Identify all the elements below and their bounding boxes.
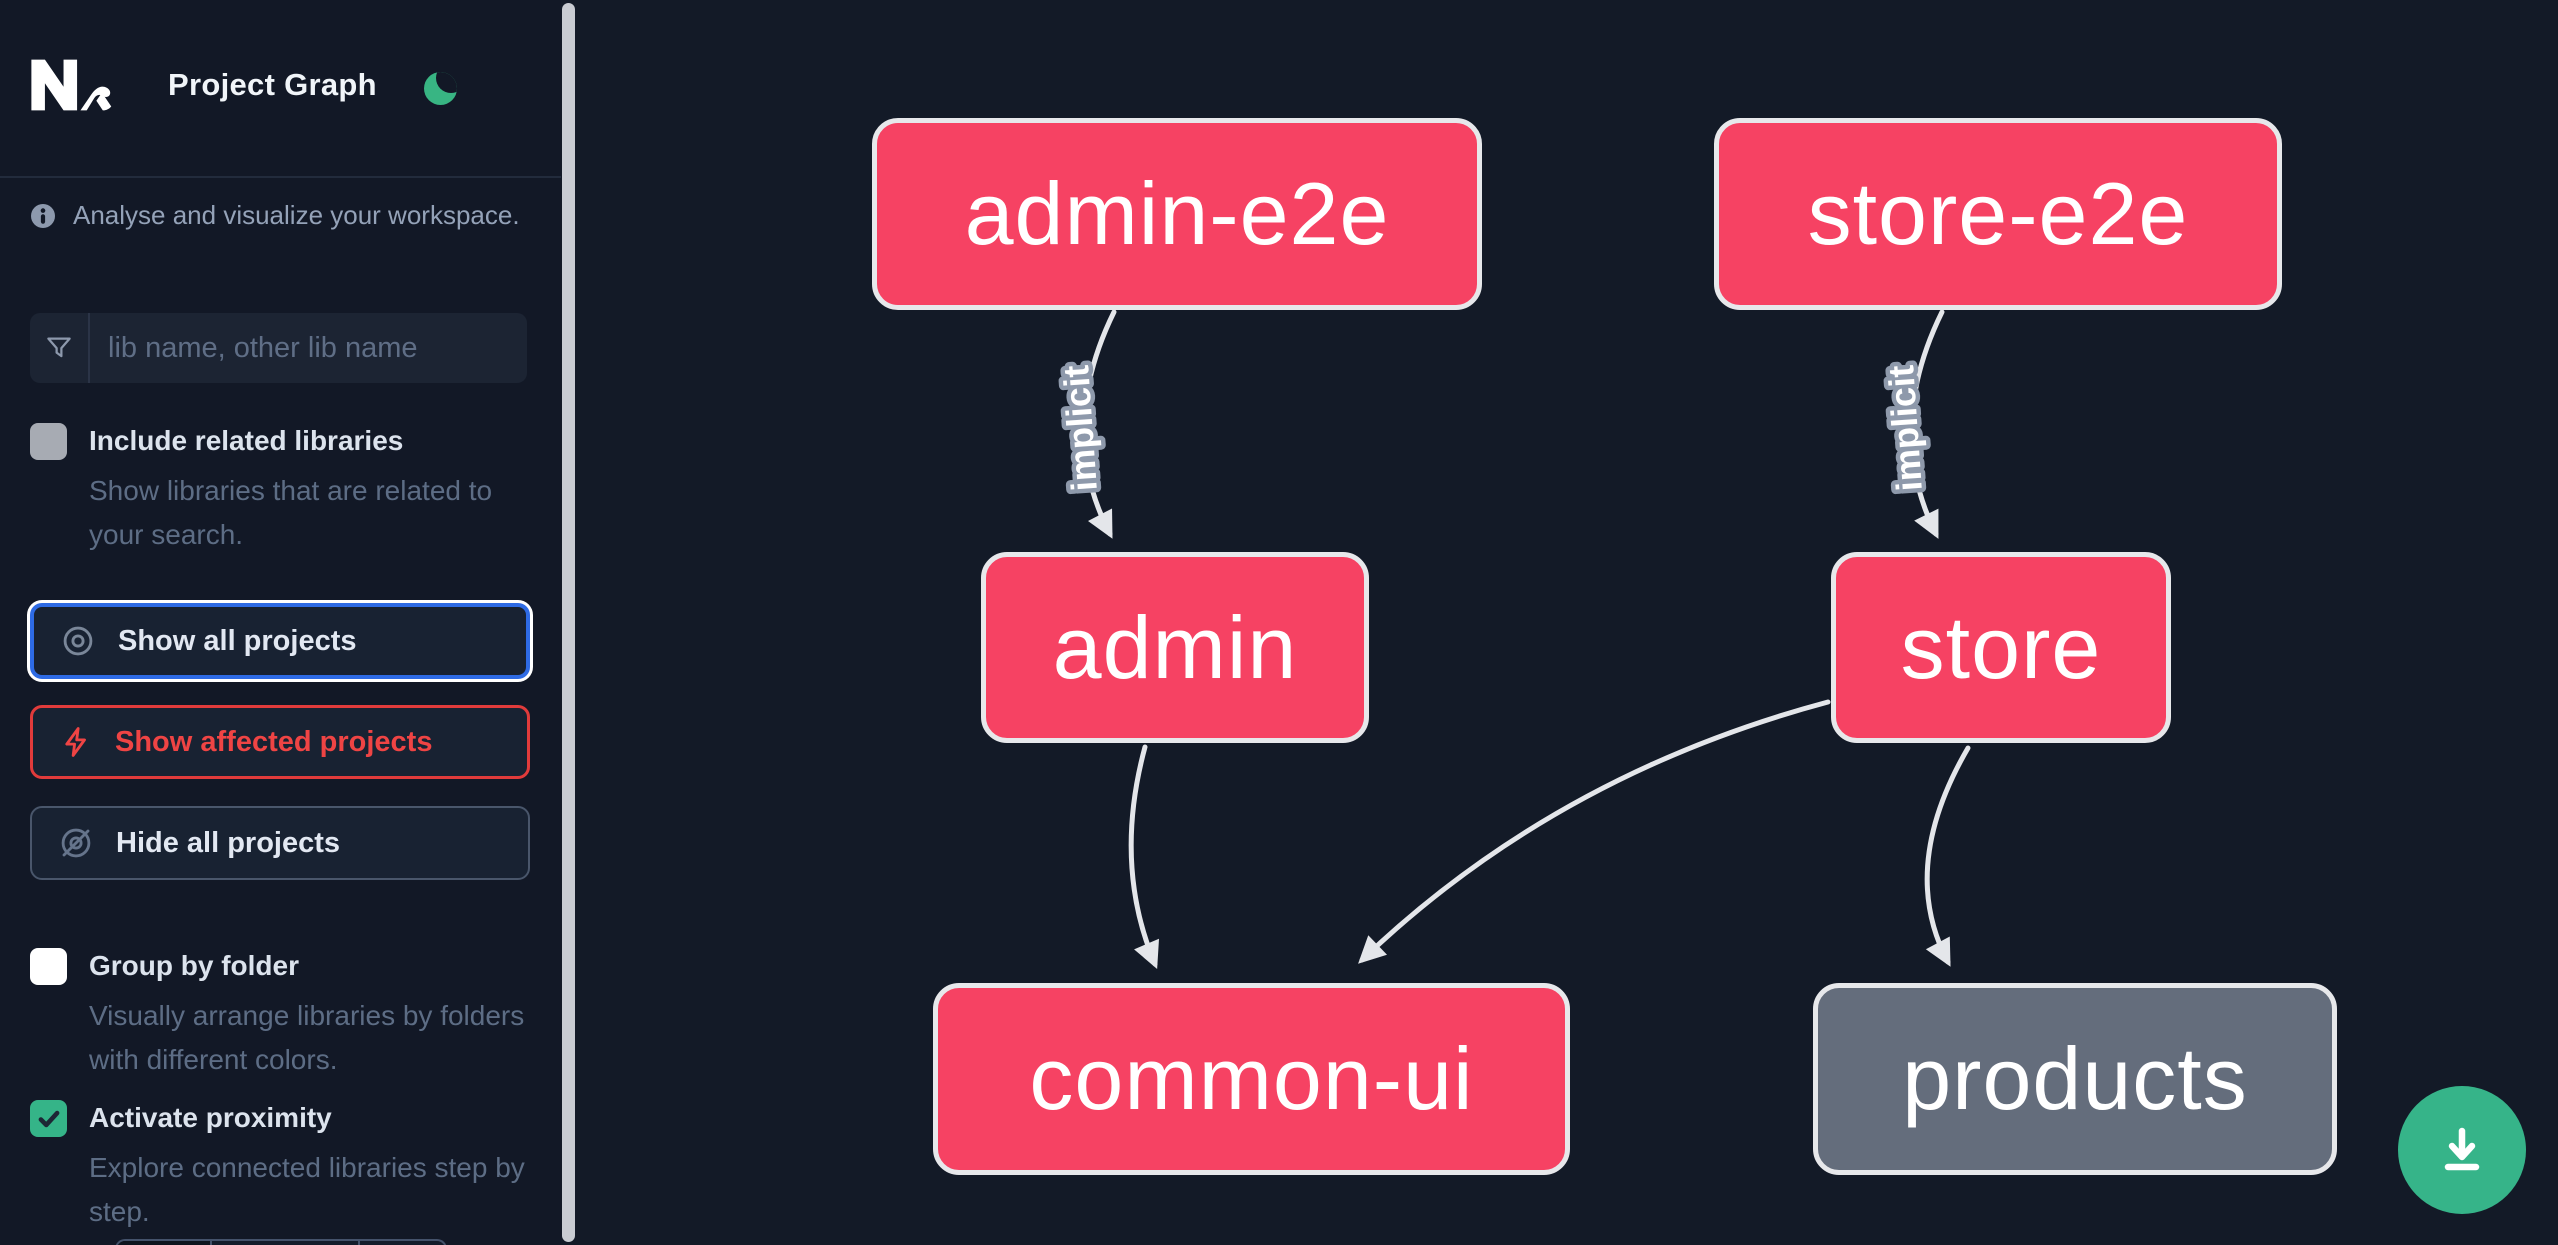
edge-admin-e2e-to-admin <box>1081 309 1117 539</box>
activate-proximity-checkbox[interactable] <box>30 1100 67 1137</box>
search-box <box>30 313 527 383</box>
workspace-info: Analyse and visualize your workspace. <box>30 200 530 231</box>
hide-all-projects-button[interactable]: Hide all projects <box>30 806 530 880</box>
info-icon <box>31 203 55 228</box>
filter-funnel-icon <box>30 313 90 383</box>
include-related-checkbox[interactable] <box>30 423 67 460</box>
dark-mode-toggle-moon-icon[interactable] <box>424 72 457 105</box>
option-description: Show libraries that are related to your … <box>89 475 493 550</box>
edge-admin-to-common-ui <box>1128 744 1160 969</box>
graph-node-admin-e2e[interactable]: admin-e2e <box>872 118 1482 310</box>
search-input[interactable] <box>90 313 527 383</box>
show-all-projects-button[interactable]: Show all projects <box>30 603 530 679</box>
graph-node-products[interactable]: products <box>1813 983 2337 1175</box>
download-image-button[interactable] <box>2398 1086 2526 1214</box>
option-label: Group by folder <box>89 950 299 981</box>
eye-icon <box>63 626 93 656</box>
graph-node-common-ui[interactable]: common-ui <box>933 983 1570 1175</box>
header-divider <box>0 176 561 178</box>
sidebar-scrollbar[interactable] <box>562 3 575 1242</box>
edge-store-e2e-to-store <box>1909 309 1945 539</box>
page-title: Project Graph <box>168 67 377 102</box>
option-activate-proximity: Activate proximity Explore connected lib… <box>30 1098 535 1234</box>
option-label: Activate proximity <box>89 1102 332 1133</box>
edge-label-implicit: implicit <box>1880 364 1930 493</box>
option-group-by-folder: Group by folder Visually arrange librari… <box>30 946 535 1082</box>
graph-node-store-e2e[interactable]: store-e2e <box>1714 118 2282 310</box>
edge-store-to-products <box>1924 745 1971 967</box>
option-description: Explore connected libraries step by step… <box>89 1152 525 1227</box>
sidebar: Project Graph Analyse and visualize your… <box>0 0 561 1245</box>
tagline-text: Analyse and visualize your workspace. <box>73 200 520 230</box>
button-label: Hide all projects <box>116 826 341 859</box>
edge-label-implicit: implicit <box>1055 364 1105 493</box>
download-icon <box>2444 1127 2480 1171</box>
option-label: Include related libraries <box>89 425 404 456</box>
eye-off-icon <box>61 828 91 858</box>
check-icon <box>38 1110 59 1127</box>
button-label: Show all projects <box>118 624 357 657</box>
show-affected-projects-button[interactable]: Show affected projects <box>30 705 530 779</box>
graph-node-store[interactable]: store <box>1831 552 2171 743</box>
edge-store-to-common-ui <box>1358 699 1831 964</box>
group-by-folder-checkbox[interactable] <box>30 948 67 985</box>
option-include-related: Include related libraries Show libraries… <box>30 421 535 557</box>
lightning-bolt-icon <box>65 727 86 757</box>
nx-logo-icon <box>31 59 112 111</box>
graph-node-admin[interactable]: admin <box>981 552 1369 743</box>
header: Project Graph <box>28 50 377 120</box>
option-description: Visually arrange libraries by folders wi… <box>89 1000 525 1075</box>
button-label: Show affected projects <box>115 725 433 758</box>
